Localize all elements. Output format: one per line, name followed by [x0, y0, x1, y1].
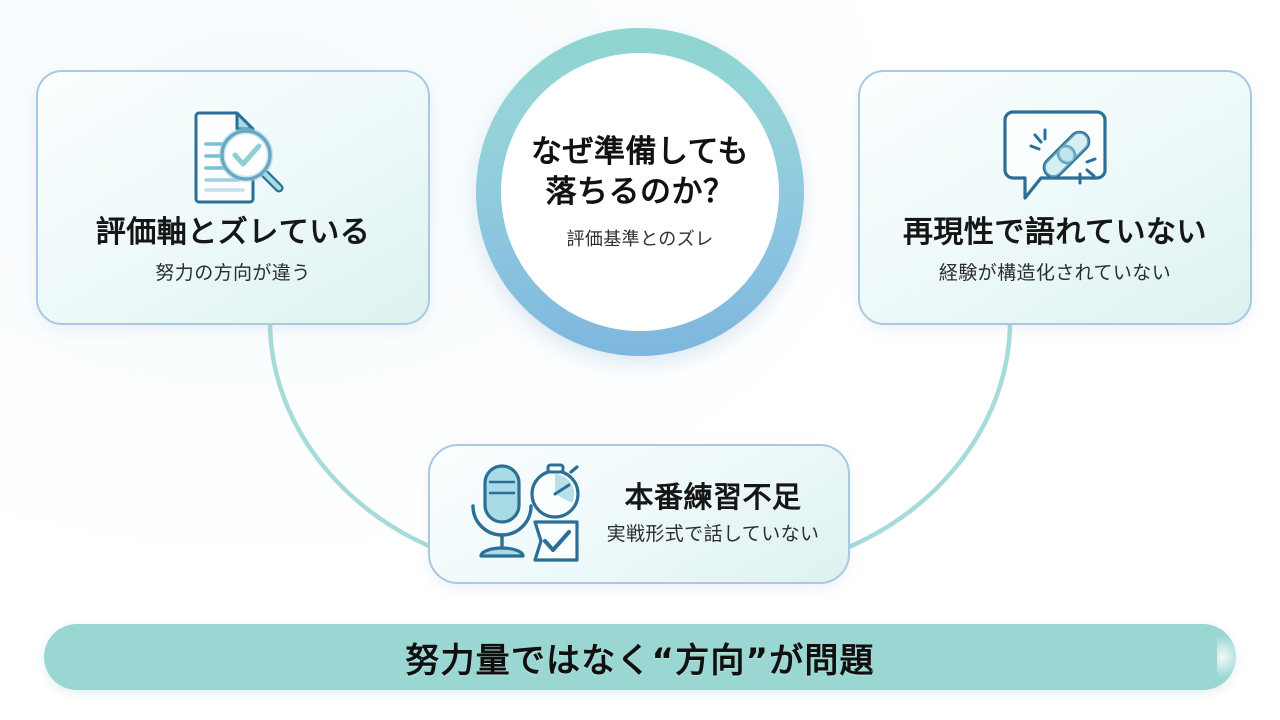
card-left-subtitle: 努力の方向が違う [155, 262, 311, 284]
card-reproducibility[interactable]: 再現性で語れていない 経験が構造化されていない [858, 70, 1252, 325]
speech-bubble-broken-link-icon [999, 106, 1111, 210]
card-right-subtitle: 経験が構造化されていない [938, 262, 1172, 284]
hub-title: なぜ準備しても 落ちるのか？ [531, 133, 749, 212]
document-magnifier-check-icon [181, 106, 285, 210]
conclusion-banner[interactable]: 努力量ではなく“方向”が問題 [44, 624, 1243, 690]
hub-subtitle: 評価基準とのズレ [566, 229, 714, 251]
microphone-stopwatch-checkbox-icon [459, 460, 589, 568]
card-bottom-text: 本番練習不足 実戦形式で話していない [606, 479, 820, 547]
card-evaluation-axis[interactable]: 評価軸とズレている 努力の方向が違う [36, 70, 430, 325]
connector-left-curve [267, 322, 455, 558]
center-hub[interactable]: なぜ準備しても 落ちるのか？ 評価基準とのズレ [476, 28, 804, 356]
connector-right-curve [825, 322, 1013, 558]
card-right-title: 再現性で語れていない [902, 215, 1208, 250]
card-practice-shortage[interactable]: 本番練習不足 実戦形式で話していない [428, 444, 850, 584]
hub-title-line2: 落ちるのか？ [545, 173, 735, 210]
card-bottom-title: 本番練習不足 [624, 479, 802, 514]
card-bottom-subtitle: 実戦形式で話していない [606, 523, 820, 546]
banner-text: 努力量ではなく“方向”が問題 [405, 640, 875, 681]
card-left-title: 評価軸とズレている [95, 215, 371, 250]
center-hub-content: なぜ準備しても 落ちるのか？ 評価基準とのズレ [501, 53, 779, 331]
hub-title-line1: なぜ準備しても [530, 133, 750, 170]
